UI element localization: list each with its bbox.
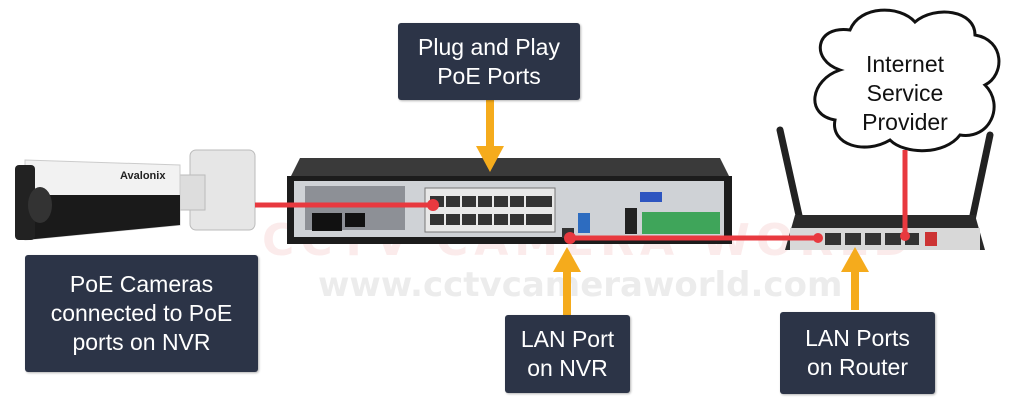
- label-line: PoE Ports: [437, 62, 541, 89]
- cloud-isp-label: Internet Service Provider: [830, 50, 980, 137]
- cloud-line: Service: [866, 80, 944, 106]
- label-line: on NVR: [527, 355, 608, 381]
- label-line: LAN Port: [520, 326, 615, 352]
- camera-brand: Avalonix: [120, 170, 166, 182]
- cloud-line: Internet: [866, 51, 944, 77]
- poe-camera-image: [15, 149, 256, 241]
- label-line: PoE Cameras: [69, 271, 214, 297]
- label-line: LAN Ports: [805, 325, 910, 351]
- cable-lines: [255, 150, 910, 244]
- label-line: on Router: [806, 354, 908, 380]
- pointer-arrows: [476, 100, 869, 315]
- label-line: connected to PoE: [50, 300, 233, 326]
- router-image: [776, 126, 994, 250]
- cloud-shape: [813, 8, 1001, 153]
- nvr-image: [287, 158, 732, 244]
- label-line: Plug and Play: [418, 33, 560, 60]
- cloud-line: Provider: [862, 109, 948, 135]
- label-line: ports on NVR: [72, 329, 211, 355]
- label-lan-nvr: LAN Port on NVR: [505, 315, 630, 393]
- label-lan-router: LAN Ports on Router: [780, 312, 935, 394]
- label-poe-cameras: PoE Cameras connected to PoE ports on NVR: [25, 255, 258, 372]
